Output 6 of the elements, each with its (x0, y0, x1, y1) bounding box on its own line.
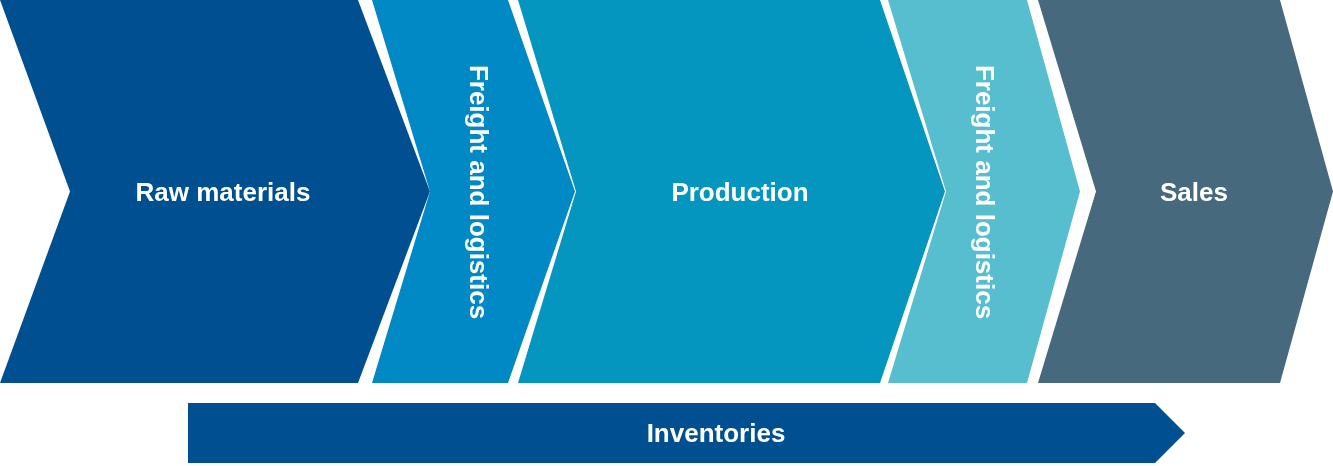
step-label: Production (671, 176, 809, 207)
step-label: Sales (1160, 176, 1228, 207)
step-label: Inventories (646, 417, 786, 449)
step-label: Raw materials (135, 176, 311, 207)
step-label: Freight and logistics (968, 64, 1000, 319)
step-label: Freight and logistics (462, 64, 494, 319)
